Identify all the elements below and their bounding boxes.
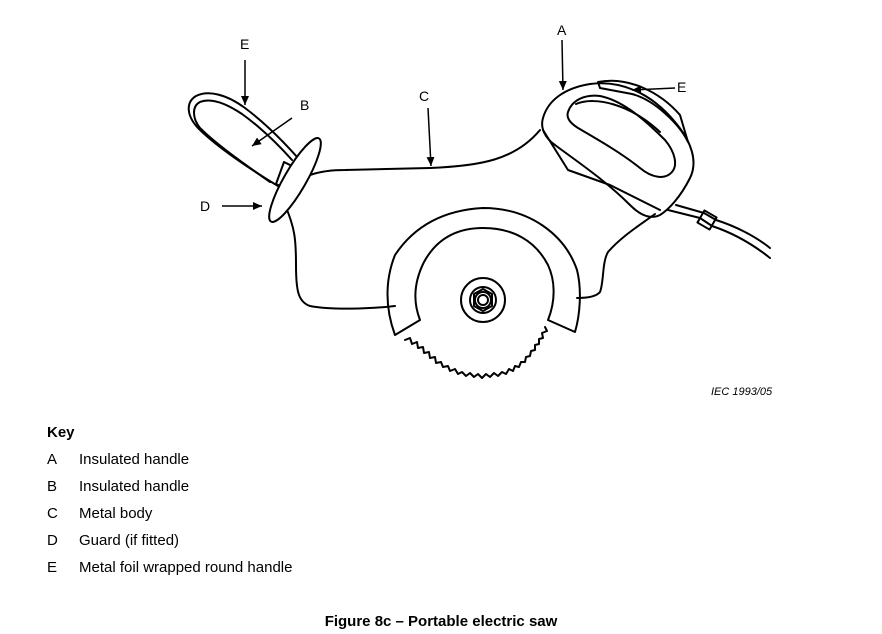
callout-arrow-e-right bbox=[631, 85, 676, 94]
guard bbox=[268, 137, 322, 223]
rear-handle-foil bbox=[597, 79, 689, 143]
key-text: Metal body bbox=[79, 505, 153, 522]
saw-diagram: E B C D A E bbox=[187, 22, 771, 379]
callout-e-right: E bbox=[677, 79, 686, 95]
key-letter: D bbox=[47, 532, 58, 549]
rear-handle-grip bbox=[566, 94, 677, 178]
key-letter: B bbox=[47, 478, 58, 495]
figure-caption: Figure 8c – Portable electric saw bbox=[324, 613, 558, 630]
key-letter: A bbox=[47, 451, 58, 468]
callout-arrow-b bbox=[251, 117, 293, 147]
blade-guard bbox=[386, 207, 581, 336]
callout-arrow-c bbox=[426, 107, 435, 167]
callout-d: D bbox=[200, 198, 210, 214]
saw-blade bbox=[404, 326, 548, 379]
key-text: Insulated handle bbox=[79, 451, 190, 468]
callout-c: C bbox=[419, 88, 429, 104]
key-text: Insulated handle bbox=[79, 478, 190, 495]
key-item: E Metal foil wrapped round handle bbox=[47, 559, 292, 586]
key-letter: C bbox=[47, 505, 58, 522]
key-item: D Guard (if fitted) bbox=[47, 532, 292, 559]
power-cable bbox=[667, 209, 771, 259]
key-list: A Insulated handle B Insulated handle C … bbox=[47, 451, 292, 586]
rear-handle bbox=[541, 82, 695, 218]
key-text: Guard (if fitted) bbox=[79, 532, 180, 549]
arbor-nut bbox=[473, 288, 493, 312]
key-text: Metal foil wrapped round handle bbox=[79, 559, 293, 576]
key-item: A Insulated handle bbox=[47, 451, 292, 478]
saw-body-outline bbox=[284, 129, 661, 310]
iec-reference: IEC 1993/05 bbox=[711, 386, 773, 398]
front-handle bbox=[187, 92, 299, 187]
callout-a: A bbox=[557, 22, 567, 38]
blade-arbor bbox=[460, 277, 506, 323]
key-item: B Insulated handle bbox=[47, 478, 292, 505]
callout-e-left: E bbox=[240, 36, 249, 52]
callout-b: B bbox=[300, 97, 309, 113]
key-title: Key bbox=[47, 424, 75, 441]
key-letter: E bbox=[47, 559, 58, 576]
callout-arrow-a bbox=[558, 39, 567, 91]
key-item: C Metal body bbox=[47, 505, 292, 532]
